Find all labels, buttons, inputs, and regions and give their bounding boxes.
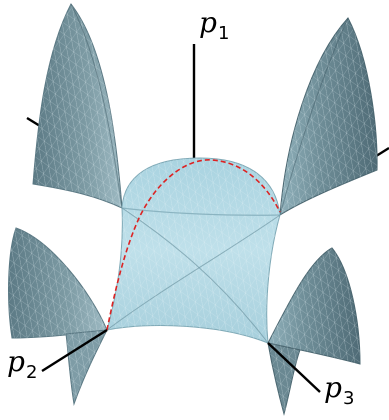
axis-p3: [267, 342, 321, 393]
central-surface: [106, 157, 281, 344]
axis-p2: [41, 328, 108, 373]
label-p3-subscript: 3: [342, 388, 355, 409]
label-p1-symbol: p: [199, 6, 217, 39]
label-p2-symbol: p: [7, 345, 25, 378]
lower-right-sheet: [267, 247, 361, 416]
label-p3: p3: [324, 371, 354, 408]
label-p1: p1: [199, 6, 229, 43]
label-p2: p2: [7, 345, 37, 382]
axis-back-left: [26, 116, 41, 128]
upper-left-sheet: [32, 3, 123, 209]
label-p3-symbol: p: [324, 371, 342, 404]
red-dashed-curve: [106, 159, 281, 331]
label-p1-subscript: 1: [217, 23, 230, 44]
label-p2-subscript: 2: [25, 362, 38, 383]
upper-right-sheet: [279, 17, 378, 216]
